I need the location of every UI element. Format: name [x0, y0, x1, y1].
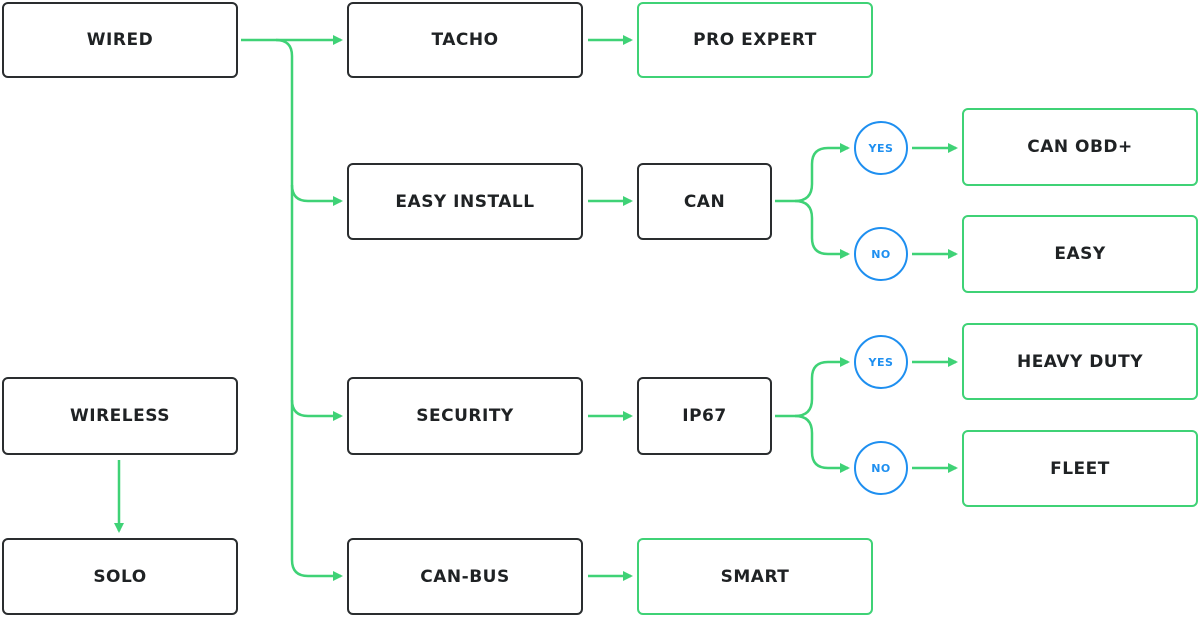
edge-ip67-no [794, 414, 850, 473]
node-can: CAN [637, 163, 772, 240]
node-label: CAN [683, 191, 726, 212]
node-label: CAN OBD+ [1027, 137, 1133, 157]
node-label: CAN-BUS [420, 566, 510, 587]
node-label: IP67 [682, 406, 727, 426]
node-label: EASY [1054, 244, 1106, 264]
decision-label: NO [871, 461, 891, 475]
node-label: PRO EXPERT [693, 30, 817, 50]
edge-can-no [794, 199, 850, 259]
decision-label: YES [868, 355, 894, 369]
edge-can-yes [775, 143, 850, 203]
decision-ip67-yes: YES [854, 335, 908, 389]
node-heavy-duty: HEAVY DUTY [962, 323, 1198, 400]
edge-wired-easy-install [290, 184, 343, 206]
edge-wired-security [290, 399, 343, 421]
node-solo: SOLO [2, 538, 238, 615]
node-smart: SMART [637, 538, 873, 615]
edge-wired-trunk [275, 38, 343, 581]
node-label: SECURITY [416, 406, 514, 426]
decision-can-yes: YES [854, 121, 908, 175]
node-label: EASY INSTALL [395, 191, 535, 212]
node-wireless: WIRELESS [2, 377, 238, 455]
node-easy-install: EASY INSTALL [347, 163, 583, 240]
node-label: FLEET [1050, 458, 1110, 479]
node-label: TACHO [431, 30, 499, 50]
node-security: SECURITY [347, 377, 583, 455]
decision-label: NO [871, 247, 891, 261]
node-fleet: FLEET [962, 430, 1198, 507]
node-easy: EASY [962, 215, 1198, 293]
node-label: HEAVY DUTY [1016, 351, 1144, 372]
node-tacho: TACHO [347, 2, 583, 78]
node-label: SMART [720, 566, 790, 587]
decision-label: YES [868, 141, 894, 155]
node-can-bus: CAN-BUS [347, 538, 583, 615]
node-label: SOLO [93, 566, 147, 587]
decision-can-no: NO [854, 227, 908, 281]
node-label: WIRED [86, 30, 154, 50]
node-can-obd-plus: CAN OBD+ [962, 108, 1198, 186]
node-ip67: IP67 [637, 377, 772, 455]
decision-ip67-no: NO [854, 441, 908, 495]
edge-ip67-yes [775, 357, 850, 418]
node-wired: WIRED [2, 2, 238, 78]
node-pro-expert: PRO EXPERT [637, 2, 873, 78]
node-label: WIRELESS [70, 406, 170, 426]
